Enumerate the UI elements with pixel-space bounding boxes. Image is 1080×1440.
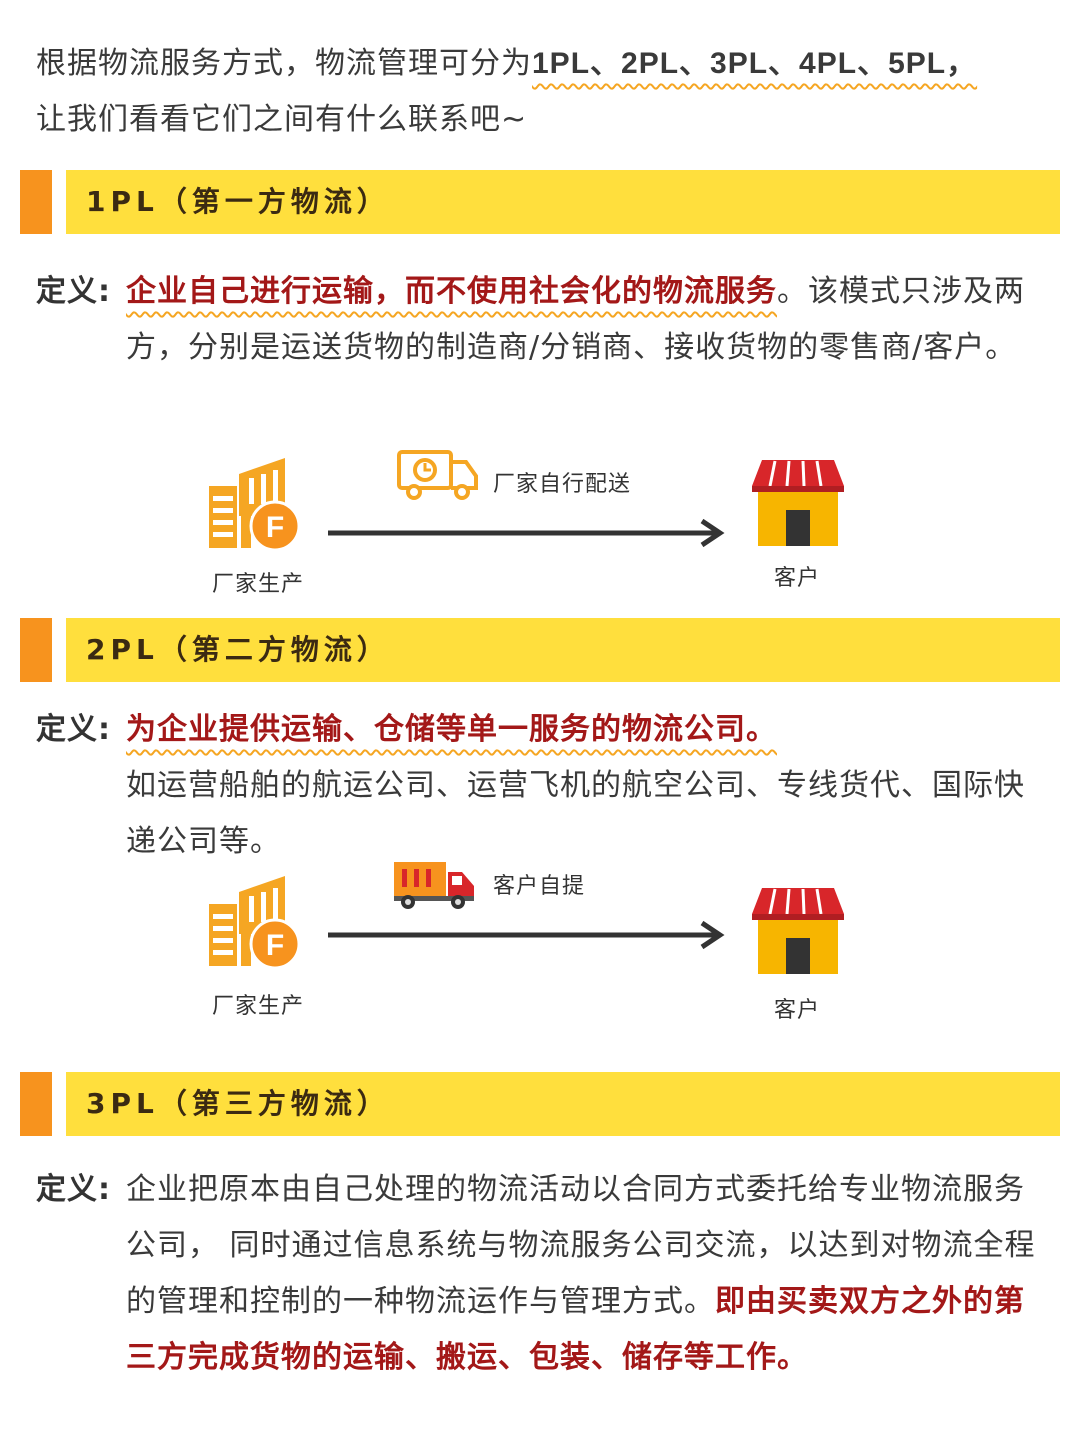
section-bar bbox=[66, 618, 1060, 682]
section-marker bbox=[20, 1072, 52, 1136]
definition-emphasis: 为企业提供运输、仓储等单一服务的物流公司。 bbox=[126, 712, 777, 747]
factory-icon: F bbox=[209, 458, 301, 552]
factory-icon: F bbox=[209, 876, 301, 970]
flow-destination-label: 客户 bbox=[774, 998, 821, 1023]
definition-1pl: 定义: 企业自己进行运输，而不使用社会化的物流服务。该模式只涉及两方，分别是运送… bbox=[36, 264, 1046, 376]
section-marker bbox=[20, 170, 52, 234]
definition-text: 如运营船舶的航运公司、运营飞机的航空公司、专线货代、国际快递公司等。 bbox=[126, 768, 1025, 859]
cargo-truck-icon bbox=[394, 862, 474, 909]
section-bar bbox=[66, 170, 1060, 234]
intro-text-2: 让我们看看它们之间有什么联系吧~ bbox=[36, 102, 528, 137]
section-header-3pl: 3PL（第三方物流） bbox=[20, 1072, 1060, 1136]
svg-text:F: F bbox=[266, 929, 284, 962]
definition-label: 定义: bbox=[36, 274, 111, 309]
definition-emphasis: 即由买卖双方之外的第三方完成货物的运输、搬运、包装、储存等工作。 bbox=[126, 1284, 1025, 1375]
section-title: 3PL（第三方物流） bbox=[86, 1087, 390, 1120]
store-icon bbox=[752, 460, 844, 546]
flow-action-label: 厂家自行配送 bbox=[493, 472, 632, 497]
section-title: 2PL（第二方物流） bbox=[86, 633, 390, 666]
definition-3pl: 定义: 企业把原本由自己处理的物流活动以合同方式委托给专业物流服务公司， 同时通… bbox=[36, 1162, 1046, 1386]
arrow-icon bbox=[328, 518, 725, 548]
section-title: 1PL（第一方物流） bbox=[86, 185, 390, 218]
svg-text:F: F bbox=[266, 511, 284, 544]
delivery-van-icon bbox=[397, 450, 478, 500]
definition-2pl: 定义: 为企业提供运输、仓储等单一服务的物流公司。 如运营船舶的航运公司、运营飞… bbox=[36, 702, 1046, 870]
intro-highlight: 1PL、2PL、3PL、4PL、5PL， bbox=[532, 47, 978, 80]
section-header-2pl: 2PL（第二方物流） bbox=[20, 618, 1060, 682]
flow-origin-label: 厂家生产 bbox=[212, 994, 305, 1019]
section-bar bbox=[66, 1072, 1060, 1136]
definition-label: 定义: bbox=[36, 712, 111, 747]
arrow-icon bbox=[328, 920, 725, 950]
definition-text: 企业把原本由自己处理的物流活动以合同方式委托给专业物流服务公司， 同时通过信息系… bbox=[126, 1172, 1036, 1319]
section-header-1pl: 1PL（第一方物流） bbox=[20, 170, 1060, 234]
definition-label: 定义: bbox=[36, 1172, 111, 1207]
flow-destination-label: 客户 bbox=[774, 566, 821, 591]
definition-emphasis: 企业自己进行运输，而不使用社会化的物流服务 bbox=[126, 274, 777, 309]
section-marker bbox=[20, 618, 52, 682]
definition-text: 。该模式只涉及两方，分别是运送货物的制造商/分销商、接收货物的零售商/客户。 bbox=[126, 274, 1025, 365]
store-icon bbox=[752, 888, 844, 974]
intro-paragraph: 根据物流服务方式，物流管理可分为1PL、2PL、3PL、4PL、5PL， 让我们… bbox=[36, 36, 1046, 148]
flow-action-label: 客户自提 bbox=[493, 874, 586, 899]
flow-origin-label: 厂家生产 bbox=[212, 572, 305, 597]
intro-text-1: 根据物流服务方式，物流管理可分为 bbox=[36, 46, 532, 81]
flow-diagram-2pl: F 厂家生产 客户自提 客户 bbox=[0, 850, 1080, 1023]
flow-diagram-1pl: F 厂家生产 厂家自行配送 客户 bbox=[0, 448, 1080, 618]
